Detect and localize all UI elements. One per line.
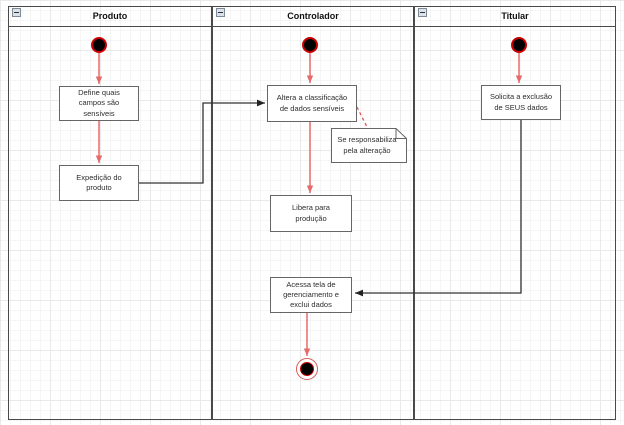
final-node-core [300, 362, 314, 376]
activity-solicita-exclusao[interactable]: Solicita a exclusão de SEUS dados [481, 85, 561, 120]
lane-divider [413, 6, 415, 420]
note-se-responsabiliza[interactable]: Se responsabiliza pela alteração [331, 128, 407, 163]
lane-header-titular[interactable]: Titular [501, 11, 529, 21]
edge-expedicao-to-altera-classificacao[interactable] [139, 99, 265, 184]
collapse-minus-icon[interactable] [216, 8, 225, 17]
activity-altera-classificacao[interactable]: Altera a classificação de dados sensívei… [267, 85, 357, 122]
minus-glyph [218, 11, 223, 14]
activity-expedicao-produto[interactable]: Expedição do produto [59, 165, 139, 201]
activity-diagram-pool[interactable] [8, 6, 616, 420]
initial-node-controlador[interactable] [302, 37, 318, 53]
lane-header-produto[interactable]: Produto [92, 11, 128, 21]
note-label: Se responsabiliza pela alteração [337, 135, 397, 155]
initial-node-titular[interactable] [511, 37, 527, 53]
collapse-minus-icon[interactable] [12, 8, 21, 17]
collapse-minus-icon[interactable] [418, 8, 427, 17]
initial-node-produto[interactable] [91, 37, 107, 53]
edge-altera-to-note-dashed[interactable] [356, 106, 368, 128]
minus-glyph [420, 11, 425, 14]
activity-libera-producao[interactable]: Libera para produção [270, 195, 352, 232]
lane-divider [211, 6, 213, 420]
edge-solicita-exclusao-to-acessa-tela[interactable] [355, 120, 522, 297]
lane-header-underline [8, 25, 616, 27]
minus-glyph [14, 11, 19, 14]
note-shape-icon [331, 128, 407, 163]
activity-acessa-tela[interactable]: Acessa tela de gerenciamento e exclui da… [270, 277, 352, 313]
activity-final-node[interactable] [296, 358, 318, 380]
activity-define-campos[interactable]: Define quais campos são sensíveis [59, 86, 139, 121]
lane-header-controlador[interactable]: Controlador [287, 11, 339, 21]
